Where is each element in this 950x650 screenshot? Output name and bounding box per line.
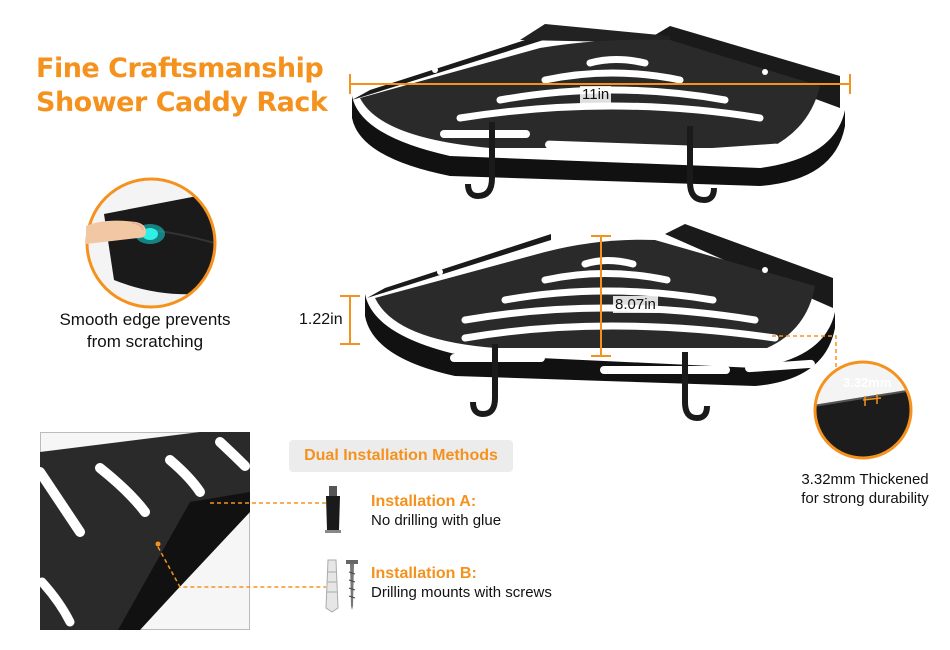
depth-dimension-label: 8.07in — [613, 296, 658, 313]
smooth-edge-detail — [85, 177, 217, 309]
thickened-caption: 3.32mm Thickened for strong durability — [801, 471, 929, 507]
headline-line-2: Shower Caddy Rack — [36, 87, 328, 118]
height-dimension-label: 1.22in — [299, 311, 343, 328]
installation-closeup-image — [40, 432, 250, 630]
installation-heading: Dual Installation Methods — [289, 440, 513, 472]
width-dimension-label: 11in — [580, 86, 612, 103]
smooth-edge-caption: Smooth edge prevents from scratching — [59, 310, 231, 351]
height-dimension-bracket — [340, 295, 360, 345]
thickness-leader-line — [772, 335, 837, 370]
installation-a-title: Installation A: — [371, 493, 477, 510]
fingertip-touch-icon — [86, 220, 146, 244]
installation-a-description: No drilling with glue — [371, 512, 502, 529]
installation-leader-lines — [157, 502, 326, 588]
top-shelf-image — [349, 24, 851, 204]
installation-b-title: Installation B: — [371, 565, 477, 582]
thickness-detail — [813, 360, 913, 460]
bottom-shelf-image — [365, 224, 835, 422]
thickness-dimension-label: 3.32mm — [843, 375, 892, 390]
headline-line-1: Fine Craftsmanship — [36, 53, 324, 84]
wall-anchor-screw-icon — [325, 559, 358, 613]
headline: Fine Craftsmanship Shower Caddy Rack — [36, 52, 328, 120]
installation-b-description: Drilling mounts with screws — [371, 584, 552, 601]
glue-tube-icon — [325, 486, 341, 533]
